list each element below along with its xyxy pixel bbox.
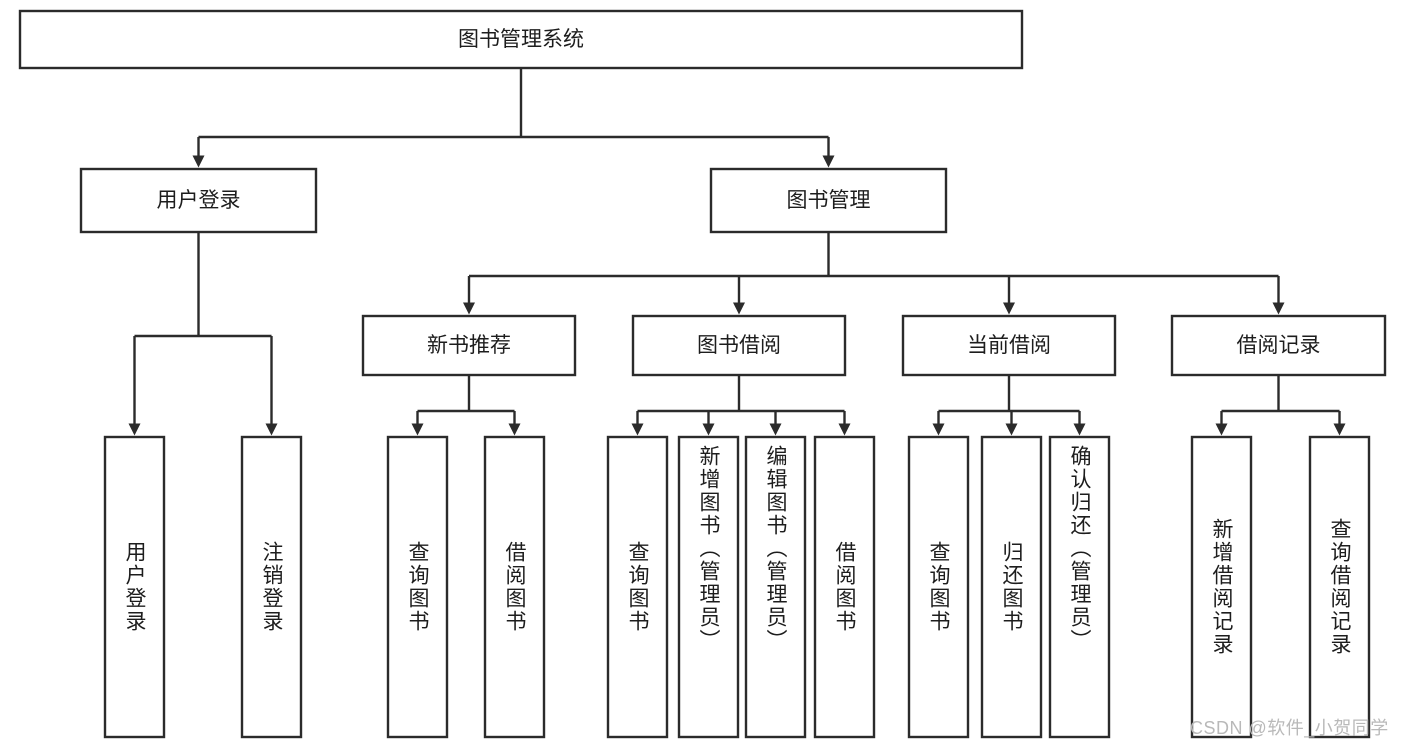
connectors-layer <box>128 68 1346 436</box>
leaf-用户登录-用户登录-0-box <box>103 435 166 739</box>
leaf-图书借阅-查询图书-4-box <box>606 435 669 739</box>
node-root-图书管理系统-box <box>18 9 1024 70</box>
node-图书管理-box <box>709 167 948 234</box>
leaf-图书借阅-借阅图书-7[interactable] <box>813 435 876 739</box>
leaf-图书借阅-查询图书-4[interactable] <box>606 435 669 739</box>
node-当前借阅-box <box>901 314 1117 377</box>
leaf-图书借阅-编辑图书管理员-6[interactable] <box>744 435 807 739</box>
node-当前借阅[interactable]: 当前借阅 <box>901 314 1117 377</box>
leaf-当前借阅-查询图书-8-box <box>907 435 970 739</box>
leaf-借阅记录-新增借阅记录-11-box <box>1190 435 1253 739</box>
leaf-当前借阅-归还图书-9[interactable] <box>980 435 1043 739</box>
leaf-借阅记录-查询借阅记录-12-box <box>1308 435 1371 739</box>
leaf-用户登录-注销登录-1-box <box>240 435 303 739</box>
leaf-借阅记录-查询借阅记录-12[interactable] <box>1308 435 1371 739</box>
node-借阅记录-label: 借阅记录 <box>1237 334 1321 357</box>
leaf-图书借阅-新增图书管理员-5[interactable] <box>677 435 740 739</box>
node-图书管理[interactable]: 图书管理 <box>709 167 948 234</box>
node-用户登录-box <box>79 167 318 234</box>
node-新书推荐[interactable]: 新书推荐 <box>361 314 577 377</box>
watermark: CSDN @软件_小贺同学 <box>1190 718 1389 738</box>
node-图书借阅-label: 图书借阅 <box>697 334 781 357</box>
leaf-新书推荐-借阅图书-3-box <box>483 435 546 739</box>
leaf-新书推荐-查询图书-2[interactable] <box>386 435 449 739</box>
node-图书借阅[interactable]: 图书借阅 <box>631 314 847 377</box>
node-root-图书管理系统[interactable]: 图书管理系统 <box>18 9 1024 70</box>
leaf-借阅记录-新增借阅记录-11[interactable] <box>1190 435 1253 739</box>
node-用户登录-label: 用户登录 <box>157 189 241 212</box>
leaf-用户登录-用户登录-0[interactable] <box>103 435 166 739</box>
leaf-当前借阅-确认归还管理员-10[interactable] <box>1048 435 1111 739</box>
leaf-图书借阅-借阅图书-7-box <box>813 435 876 739</box>
node-新书推荐-label: 新书推荐 <box>427 334 511 357</box>
leaf-新书推荐-借阅图书-3[interactable] <box>483 435 546 739</box>
node-用户登录[interactable]: 用户登录 <box>79 167 318 234</box>
leaf-当前借阅-查询图书-8[interactable] <box>907 435 970 739</box>
node-新书推荐-box <box>361 314 577 377</box>
node-借阅记录-box <box>1170 314 1387 377</box>
leaf-当前借阅-确认归还管理员-10-box <box>1048 435 1111 739</box>
leaf-新书推荐-查询图书-2-box <box>386 435 449 739</box>
node-借阅记录[interactable]: 借阅记录 <box>1170 314 1387 377</box>
node-当前借阅-label: 当前借阅 <box>967 334 1051 357</box>
leaf-图书借阅-新增图书管理员-5-box <box>677 435 740 739</box>
leaf-图书借阅-编辑图书管理员-6-box <box>744 435 807 739</box>
node-图书借阅-box <box>631 314 847 377</box>
node-图书管理-label: 图书管理 <box>787 189 871 212</box>
leaf-用户登录-注销登录-1[interactable] <box>240 435 303 739</box>
leaf-当前借阅-归还图书-9-box <box>980 435 1043 739</box>
node-root-图书管理系统-label: 图书管理系统 <box>458 28 584 51</box>
